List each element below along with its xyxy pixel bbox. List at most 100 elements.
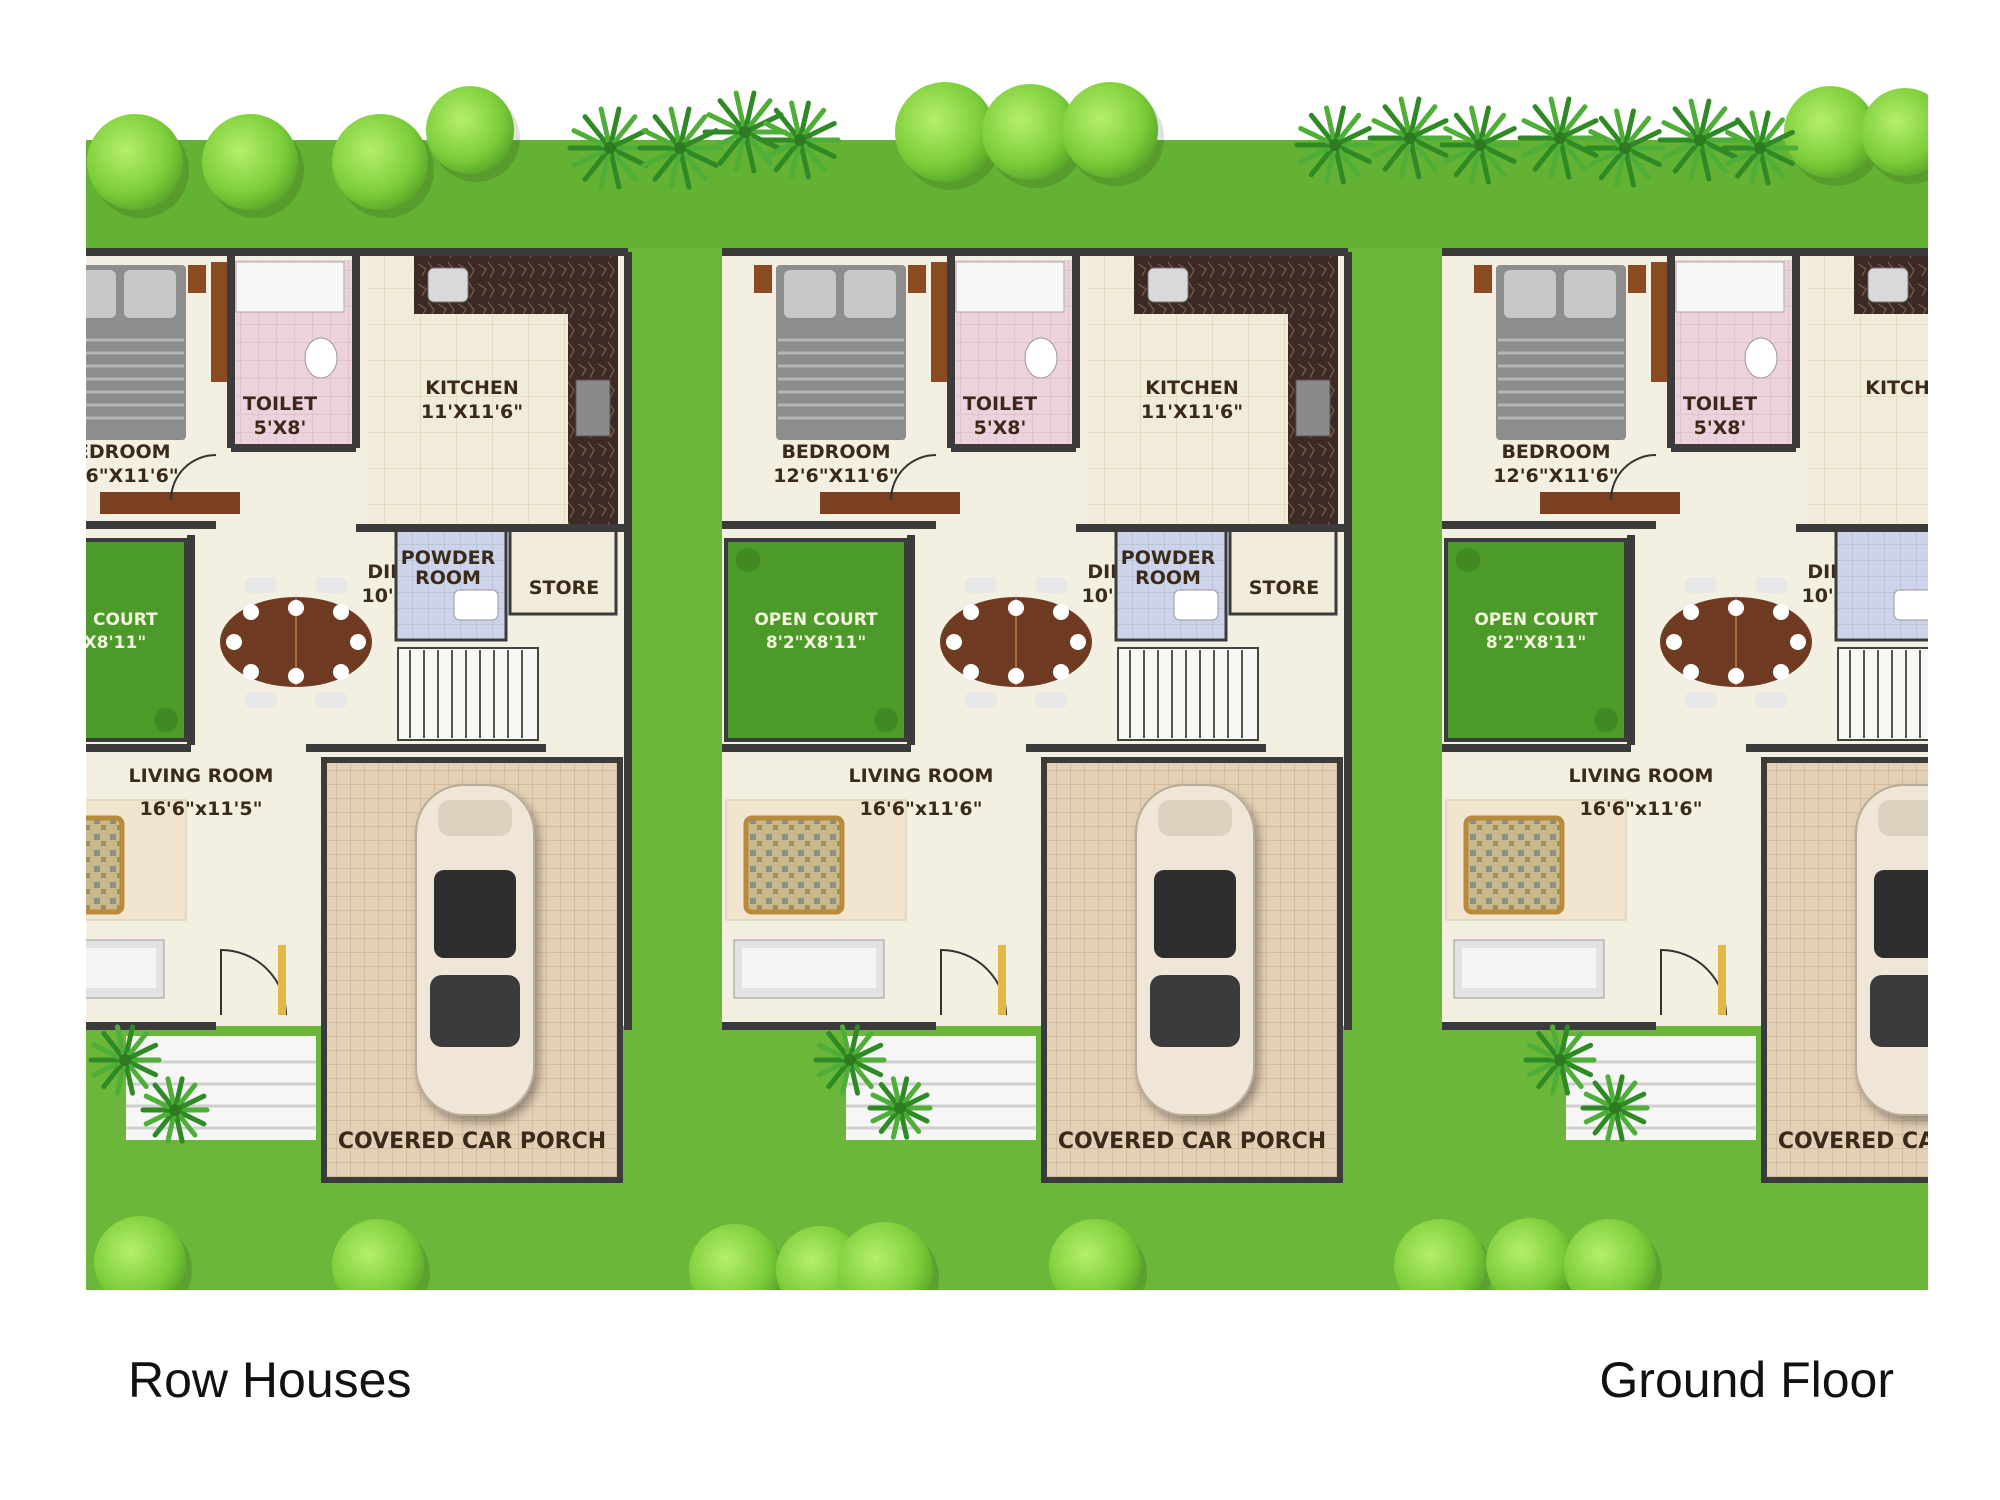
kitchen-sink [427,267,469,303]
tree [1861,88,1928,176]
store: STORE [508,528,618,616]
toilet-size: 5'X8' [974,417,1027,439]
palm [759,100,841,180]
living-room: LIVING ROOM 16'6"x11'6" [1445,765,1727,1016]
palm [1367,96,1453,180]
bedroom-size: 12'6"X11'6" [53,465,178,487]
tree [94,1216,186,1290]
living-room-name: LIVING ROOM [1569,765,1714,787]
open-court-size: 8'2"X8'11" [1486,633,1586,653]
powder-room-name-2: ROOM [415,567,481,589]
open-court-name: OPEN COURT [1474,610,1598,630]
kitchen-name: KITCHEN [425,377,518,399]
car [1135,784,1255,1116]
covered-car-porch: COVERED CAR PORCH [1041,757,1343,1183]
powder-room-name: POWDER [401,547,496,569]
kitchen-size: 11'X11'6" [421,401,523,423]
store-name: STORE [1249,577,1319,599]
coffee-table-rug [743,815,845,915]
bedroom-cabinet [100,492,240,514]
bedroom-cabinet [820,492,960,514]
tree [1564,1219,1656,1290]
tree [202,114,298,210]
open-court-name: OPEN COURT [754,610,878,630]
kitchen-name: KITCHEN [1145,377,1238,399]
powder-room [1834,528,1928,642]
walls [722,248,1352,1030]
palm [637,106,723,190]
tree [895,82,995,182]
walls [86,248,632,1030]
palm [1657,98,1743,182]
tree [837,1222,933,1290]
tree [689,1224,781,1290]
kitchen-sink [1867,267,1909,303]
row-house-unit-3: BEDROOM12'6"X11'6"TOILET5'X8'KITCHENOPEN… [1442,248,2000,1183]
palm [88,1024,162,1096]
car [1855,784,1928,1116]
living-room-size: 16'6"x11'5" [139,798,262,820]
tree [426,86,514,174]
open-court-size: 8'2"X8'11" [46,633,146,653]
living-room: LIVING ROOM 16'6"x11'5" [86,765,287,1016]
covered-car-porch: COVERED CAR PORCH [1761,757,2000,1183]
tree [87,114,183,210]
living-room-name: LIVING ROOM [849,765,994,787]
staircase [1837,647,1928,741]
open-court-size: 8'2"X8'11" [766,633,866,653]
coffee-table-rug [1463,815,1565,915]
row-house-unit-2: BEDROOM12'6"X11'6"TOILET5'X8'KITCHEN11'X… [722,248,1352,1183]
toilet-name: TOILET [243,393,317,415]
caption-row-houses: Row Houses [128,1352,412,1408]
entrance-steps [846,1036,1036,1140]
row-house-units: BEDROOM12'6"X11'6"TOILET5'X8'KITCHEN11'X… [46,248,2000,1183]
living-room-name: LIVING ROOM [129,765,274,787]
bedroom-size: 12'6"X11'6" [1493,465,1618,487]
palm [1584,108,1666,188]
car-porch-name: COVERED CAR PORCH [338,1129,606,1154]
palm [1517,96,1603,180]
staircase [1117,647,1259,741]
tree [1486,1218,1574,1290]
store [1950,530,2000,614]
tree [1049,1219,1141,1290]
toilet-size: 5'X8' [1694,417,1747,439]
living-room-size: 16'6"x11'6" [1579,798,1702,820]
bedroom-name: BEDROOM [61,441,170,463]
tree [982,84,1078,180]
tree [1784,86,1876,178]
store-name: STORE [529,577,599,599]
toilet-size: 5'X8' [254,417,307,439]
powder-room-name: POWDER [1121,547,1216,569]
entrance-steps [1566,1036,1756,1140]
row-house-unit-1: BEDROOM12'6"X11'6"TOILET5'X8'KITCHEN11'X… [46,248,632,1183]
cooktop [1295,379,1331,437]
bedroom-name: BEDROOM [781,441,890,463]
car-porch-name: COVERED CAR PORCH [1058,1129,1326,1154]
car-porch-name: COVERED CAR PORCH [1778,1129,2000,1154]
kitchen-name: KITCHEN [1865,377,1958,399]
powder-room-name-2: ROOM [1135,567,1201,589]
store: STORE [1228,528,1338,616]
covered-car-porch: COVERED CAR PORCH [321,757,623,1183]
tree [1394,1219,1486,1290]
bedroom-name: BEDROOM [1501,441,1610,463]
tree [332,1219,424,1290]
caption-ground-floor: Ground Floor [1599,1352,1894,1408]
staircase [397,647,539,741]
palm [867,1076,933,1140]
palm [1523,1024,1597,1096]
tree [1062,82,1158,178]
kitchen: KITCHEN [1808,256,1958,528]
palm [1294,105,1376,185]
